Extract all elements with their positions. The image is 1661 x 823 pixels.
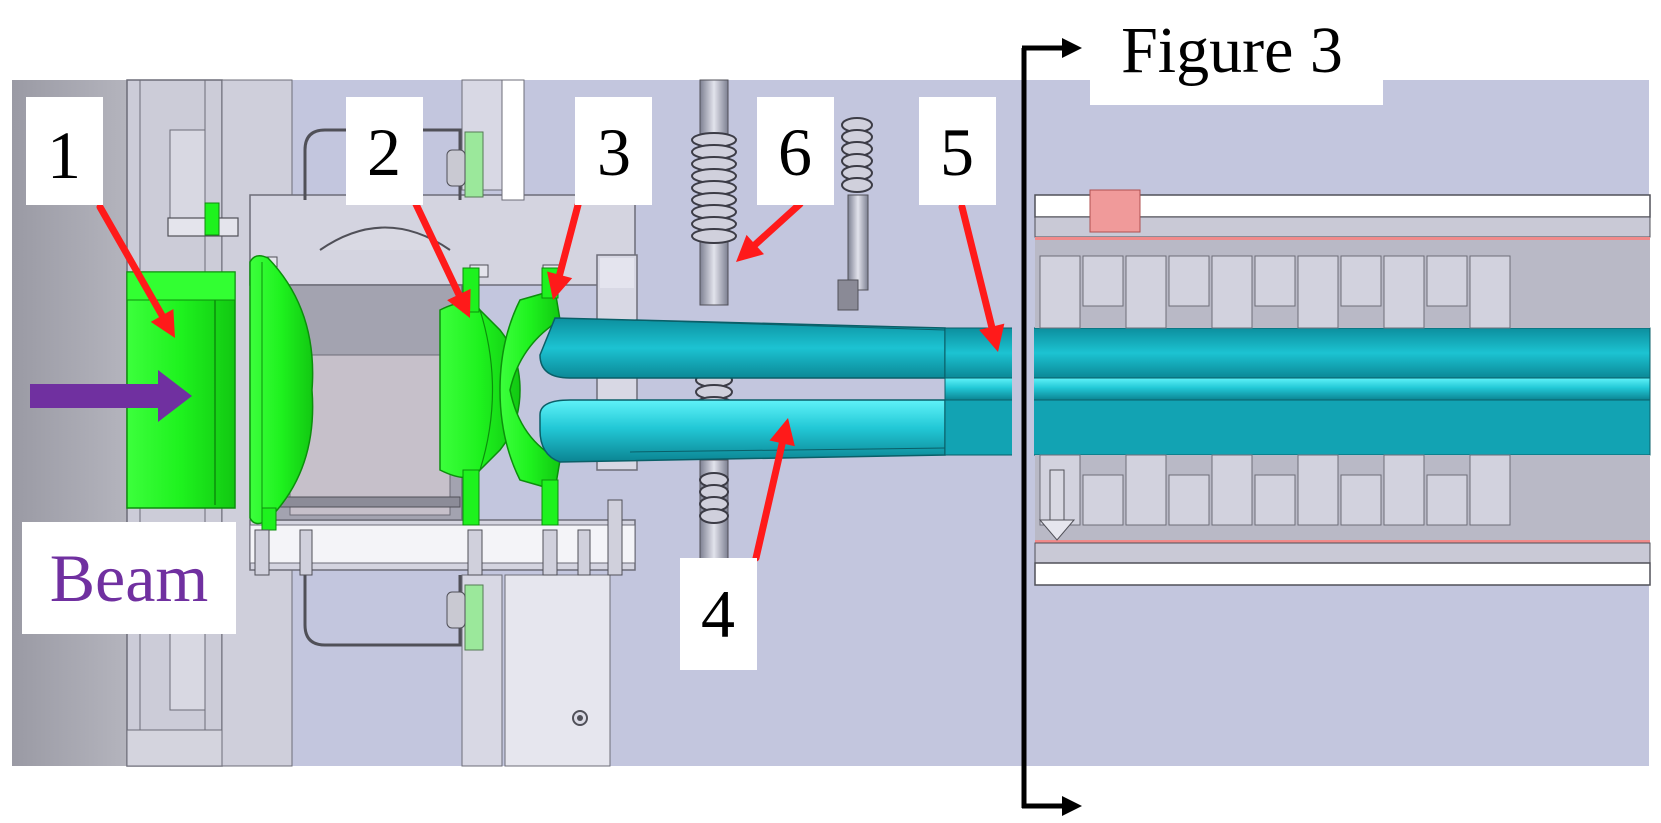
callout-label-2: 2 [346,97,423,205]
rf-fins [1039,255,1511,526]
section-line [1021,38,1082,816]
beam-label: Beam [22,522,236,634]
rf-fin-top [1168,255,1210,307]
callout-arrowhead-2 [447,288,471,318]
callout-arrowhead-4 [769,418,795,447]
callout-number-6: 6 [778,114,812,190]
callout-arrow-3 [556,201,582,279]
cyan-tube-upper [539,317,946,379]
callout-number-4: 4 [701,576,735,652]
section-arrow-icon [1062,796,1082,816]
section-arrow-icon [1062,38,1082,58]
green-window [249,255,314,531]
rf-fin-top [1340,255,1382,307]
callout-arrowhead-6 [736,234,764,262]
bottom-pins [254,499,623,576]
callout-arrow-1 [96,203,166,319]
callout-number-3: 3 [597,114,631,190]
callout-arrowhead-1 [150,308,175,338]
rf-fin-top [1254,255,1296,307]
rf-fin-bottom [1426,474,1468,526]
rf-fin-top [1383,255,1425,329]
cooling-pipe-right [837,194,869,311]
figure-section-label: Figure 3 [1090,0,1383,105]
rf-fin-bottom [1340,474,1382,526]
callout-arrows [96,196,1005,562]
callout-label-4: 4 [680,558,757,670]
callout-number-2: 2 [367,114,401,190]
rf-fin-bottom [1254,474,1296,526]
callout-label-5: 5 [919,97,996,205]
rf-fin-top [1125,255,1167,329]
callout-arrowhead-5 [979,323,1005,352]
callout-label-6: 6 [757,97,834,205]
callout-label-3: 3 [575,97,652,205]
callout-arrow-5 [958,203,996,331]
cyan-tube-lower [539,399,946,463]
rf-fin-top [1297,255,1339,329]
rf-fin-bottom [1383,454,1425,526]
callout-arrow-4 [752,439,786,562]
callout-number-1: 1 [47,117,81,193]
callout-arrow-6 [751,200,804,249]
rf-fin-top [1082,255,1124,307]
green-window-2 [439,267,521,526]
screw [1038,469,1076,541]
bellows-right [841,117,873,193]
rf-fin-top [1469,255,1511,329]
callout-arrowhead-3 [547,271,573,300]
cyan-channel [944,327,1651,456]
beam-label-text: Beam [50,540,209,616]
rf-fin-top [1039,255,1081,329]
rf-fin-bottom [1297,454,1339,526]
rf-fin-bottom [1211,454,1253,526]
rf-fin-top [1211,255,1253,329]
rf-fin-top [1426,255,1468,307]
callout-label-1: 1 [26,97,103,205]
rf-fin-bottom [1469,454,1511,526]
rf-fin-bottom [1168,474,1210,526]
callout-number-5: 5 [940,114,974,190]
rf-fin-bottom [1125,454,1167,526]
beam-arrow-icon [30,370,192,422]
rf-fin-bottom [1082,474,1124,526]
callout-arrow-2 [410,196,463,299]
figure-section-text: Figure 3 [1121,14,1343,87]
